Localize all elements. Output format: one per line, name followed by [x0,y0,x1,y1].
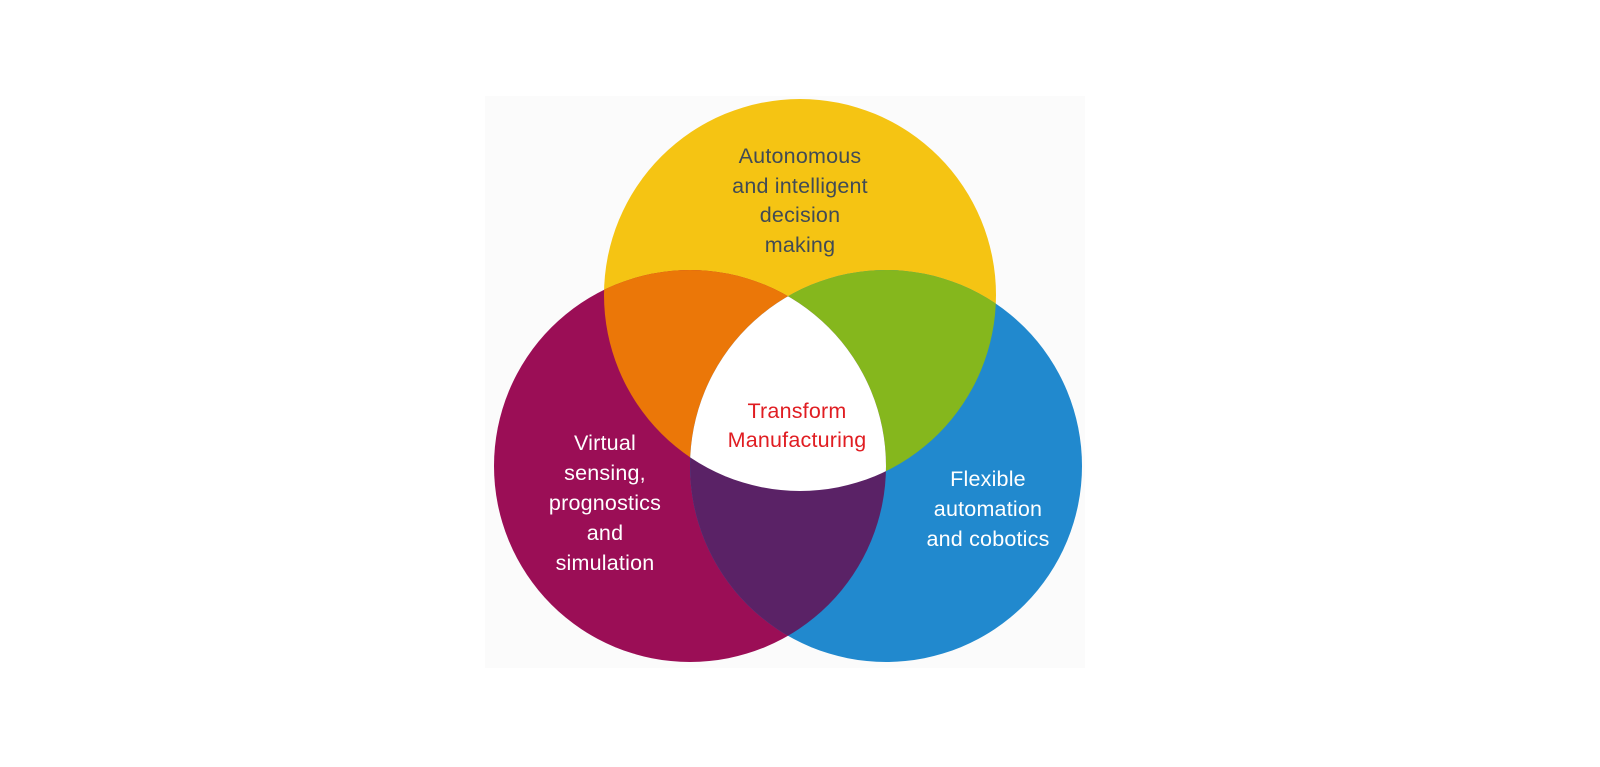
center-triple-overlap-region [690,270,886,491]
label-autonomous-decision-making: Autonomous and intelligent decision maki… [732,144,868,257]
label-transform-manufacturing: Transform Manufacturing [727,399,867,452]
label-flexible-automation: Flexible automation and cobotics [926,467,1050,551]
label-virtual-sensing: Virtual sensing, prognostics and simulat… [548,431,662,575]
